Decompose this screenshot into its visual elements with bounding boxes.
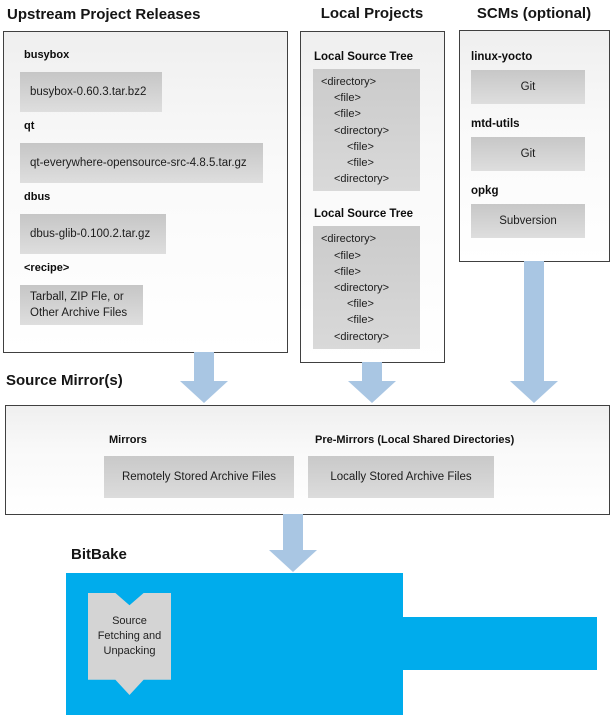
scms-title: SCMs (optional)	[476, 5, 592, 22]
tree-entry: <file>	[347, 140, 374, 153]
upstream-package-item: <recipe> Tarball, ZIP Fle, or Other Arch…	[4, 262, 287, 325]
package-name-label: qt	[24, 120, 35, 132]
upstream-releases-panel: busybox busybox-0.60.3.tar.bz2 qt qt-eve…	[3, 31, 288, 353]
package-name-label: busybox	[24, 49, 70, 61]
tree-entry: <file>	[347, 298, 374, 311]
package-archive-box: dbus-glib-0.100.2.tar.gz	[20, 214, 167, 254]
upstream-package-item: qt qt-everywhere-opensource-src-4.8.5.ta…	[4, 120, 287, 183]
source-fetching-ribbon: Source Fetching and Unpacking	[88, 593, 171, 695]
arrow-shaft	[524, 261, 544, 381]
package-archive-box: busybox-0.60.3.tar.bz2	[20, 72, 163, 112]
tree-entry: <directory>	[321, 76, 377, 88]
tree-entry: <directory>	[334, 124, 390, 137]
down-arrow-icon	[180, 352, 228, 403]
tree-entry: <directory>	[334, 282, 390, 295]
scm-item: mtd-utils Git	[460, 118, 609, 171]
down-arrow-icon	[510, 261, 558, 403]
arrow-head	[269, 550, 317, 572]
ribbon-text-line: Unpacking	[103, 644, 156, 657]
local-projects-panel: Local Source Tree <directory> <file> <fi…	[300, 31, 445, 363]
tree-entry: <file>	[347, 314, 374, 327]
arrow-shaft	[362, 362, 382, 381]
local-archive-box: Locally Stored Archive Files	[308, 456, 494, 498]
tree-entry: <directory>	[321, 233, 377, 246]
scm-project-label: opkg	[471, 185, 499, 197]
ribbon-text-line: Fetching and	[97, 629, 162, 642]
source-tree-listing: <directory> <file> <file> <directory> <f…	[313, 69, 420, 192]
package-name-label: dbus	[24, 191, 51, 203]
tree-entry: <directory>	[334, 173, 390, 186]
upstream-package-item: busybox busybox-0.60.3.tar.bz2	[4, 49, 287, 112]
local-source-tree-label: Local Source Tree	[314, 208, 414, 221]
scm-project-label: mtd-utils	[471, 118, 520, 130]
tree-entry: <file>	[334, 265, 361, 278]
source-mirrors-panel: Mirrors Remotely Stored Archive Files Pr…	[5, 405, 610, 515]
local-source-tree: Local Source Tree <directory> <file> <fi…	[301, 208, 444, 349]
bitbake-output-bar	[403, 617, 597, 670]
arrow-head	[180, 381, 228, 403]
ribbon-text-line: Source	[112, 614, 147, 627]
tree-entry: <directory>	[334, 330, 390, 343]
premirrors-label: Pre-Mirrors (Local Shared Directories)	[315, 434, 515, 446]
local-source-tree-label: Local Source Tree	[314, 51, 414, 63]
package-name-label: <recipe>	[24, 262, 70, 274]
scm-item: opkg Subversion	[460, 185, 609, 238]
scm-tool-box: Git	[471, 70, 585, 104]
scm-tool-box: Subversion	[471, 204, 585, 238]
tree-entry: <file>	[334, 249, 361, 262]
upstream-releases-title: Upstream Project Releases	[7, 6, 201, 23]
tree-entry: <file>	[334, 92, 361, 105]
scm-project-label: linux-yocto	[471, 51, 533, 63]
arrow-shaft	[194, 352, 214, 381]
remote-archive-box: Remotely Stored Archive Files	[104, 456, 294, 498]
tree-entry: <file>	[347, 157, 374, 170]
local-source-tree: Local Source Tree <directory> <file> <fi…	[301, 51, 444, 192]
down-arrow-icon	[348, 362, 396, 403]
local-projects-title: Local Projects	[320, 5, 424, 22]
source-mirrors-title: Source Mirror(s)	[6, 372, 123, 389]
scms-panel: linux-yocto Git mtd-utils Git opkg Subve…	[459, 30, 610, 262]
tree-entry: <file>	[334, 108, 361, 121]
down-arrow-icon	[269, 514, 317, 572]
arrow-head	[348, 381, 396, 403]
upstream-package-item: dbus dbus-glib-0.100.2.tar.gz	[4, 191, 287, 254]
package-archive-box: qt-everywhere-opensource-src-4.8.5.tar.g…	[20, 143, 263, 183]
bitbake-title: BitBake	[71, 546, 127, 563]
arrow-head	[510, 381, 558, 403]
scm-item: linux-yocto Git	[460, 51, 609, 104]
source-tree-listing: <directory> <file> <file> <directory> <f…	[313, 226, 420, 349]
mirrors-label: Mirrors	[109, 434, 147, 446]
scm-tool-box: Git	[471, 137, 585, 171]
package-archive-box: Tarball, ZIP Fle, or Other Archive Files	[20, 285, 144, 325]
arrow-shaft	[283, 514, 303, 550]
